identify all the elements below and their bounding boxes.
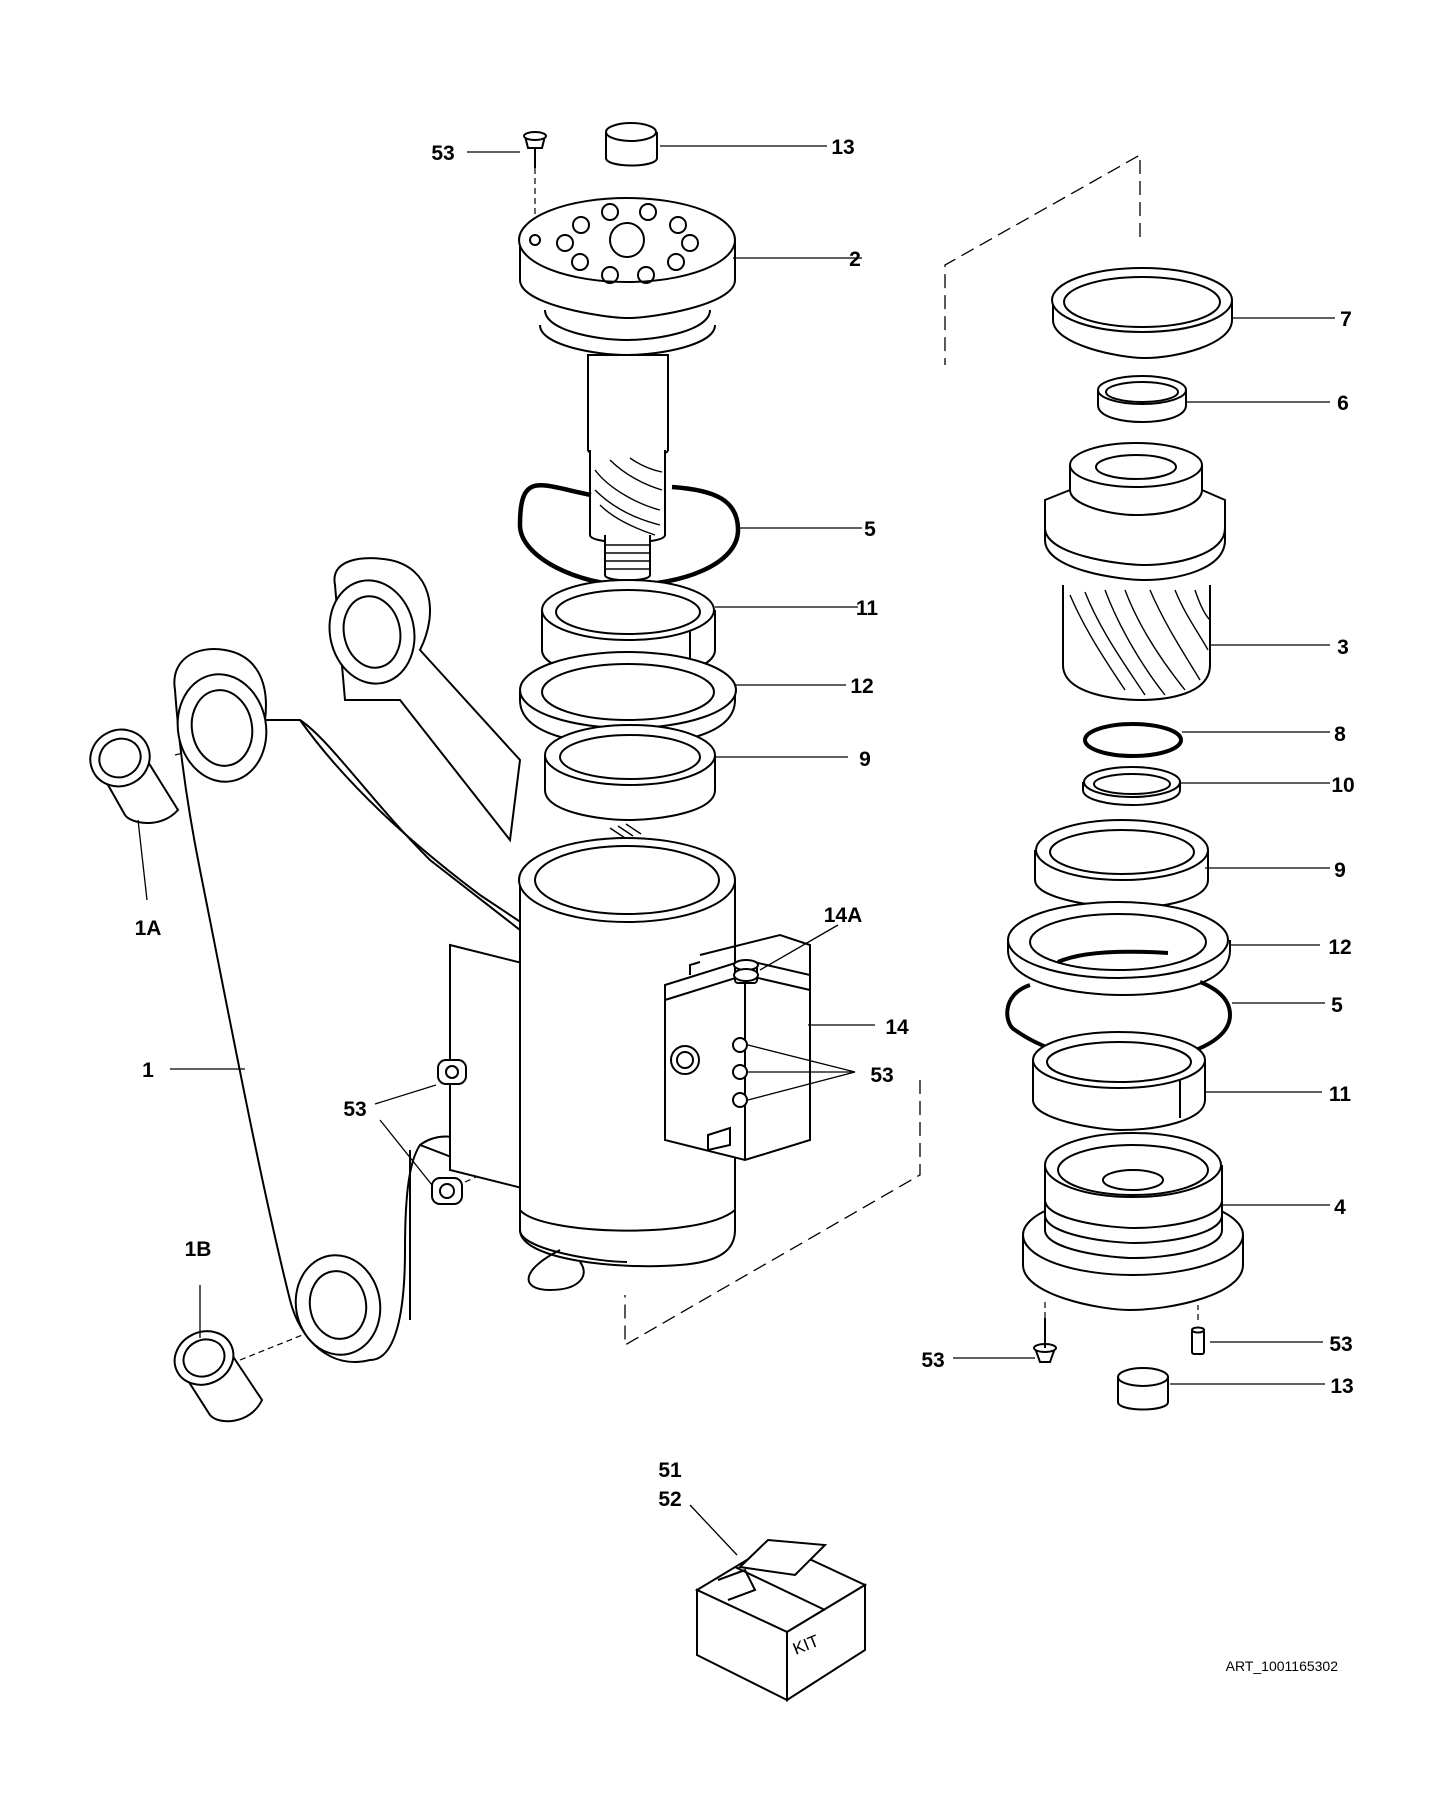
callout-5-right: 5 [1331, 994, 1343, 1017]
part-13-top-bushing [605, 122, 658, 167]
callout-13-top: 13 [831, 136, 854, 159]
callout-8: 8 [1334, 723, 1346, 746]
callout-53-top: 53 [431, 142, 454, 165]
callout-5-left: 5 [864, 518, 876, 541]
callout-1: 1 [142, 1059, 154, 1082]
part-3-pinion-gear [1044, 442, 1226, 702]
part-53-right-bolt [1033, 1318, 1057, 1363]
callout-9-right: 9 [1334, 859, 1346, 882]
callout-53-left: 53 [343, 1098, 366, 1121]
part-2-shaft [518, 197, 736, 582]
callout-53-right-pin: 53 [1329, 1333, 1352, 1356]
callout-10: 10 [1331, 774, 1354, 797]
callout-51: 51 [658, 1459, 682, 1482]
callout-13-right: 13 [1330, 1375, 1353, 1398]
part-8-oring [1083, 722, 1183, 758]
part-7-seal-ring [1051, 267, 1233, 360]
callout-labels: 53 13 2 5 11 12 9 1A 1 53 1B 14A 14 53 7… [135, 136, 1355, 1511]
callout-9-left: 9 [859, 748, 871, 771]
callout-53-block: 53 [870, 1064, 893, 1087]
callout-12-left: 12 [850, 675, 873, 698]
callout-7: 7 [1340, 308, 1352, 331]
callout-53-right-bolt: 53 [921, 1349, 944, 1372]
part-9-right-bearing-race [1034, 819, 1209, 910]
callout-1A: 1A [135, 917, 162, 940]
part-12-right-spacer [1007, 901, 1231, 997]
part-53-plugs-left [431, 1059, 467, 1205]
part-1B-bushing [173, 1330, 264, 1423]
callout-3: 3 [1337, 636, 1349, 659]
part-9-left-bearing-race [544, 724, 716, 822]
part-11-right-split-bushing [1032, 1031, 1206, 1132]
part-1A-bushing [89, 728, 180, 824]
callout-14: 14 [885, 1016, 909, 1039]
callout-52: 52 [658, 1488, 681, 1511]
callout-6: 6 [1337, 392, 1349, 415]
part-10-washer [1082, 766, 1181, 807]
part-53-right-pin [1191, 1326, 1205, 1355]
cylinder-housing [518, 823, 811, 1292]
callout-11-right: 11 [1329, 1083, 1352, 1106]
callout-11-left: 11 [856, 597, 879, 620]
callout-14A: 14A [824, 904, 863, 927]
part-13-right-bushing [1117, 1367, 1169, 1411]
part-12-left-spacer [519, 651, 737, 747]
part-6-ring [1097, 375, 1187, 424]
kit-box: KIT [694, 1538, 868, 1702]
callout-12-right: 12 [1328, 936, 1351, 959]
leader-lines [137, 145, 1335, 1556]
part-53-top-screw [523, 131, 547, 168]
callout-2: 2 [849, 248, 861, 271]
art-number: ART_1001165302 [1226, 1658, 1339, 1674]
part-4-bearing-housing [1022, 1132, 1244, 1312]
callout-1B: 1B [185, 1238, 212, 1261]
callout-4: 4 [1334, 1196, 1346, 1219]
